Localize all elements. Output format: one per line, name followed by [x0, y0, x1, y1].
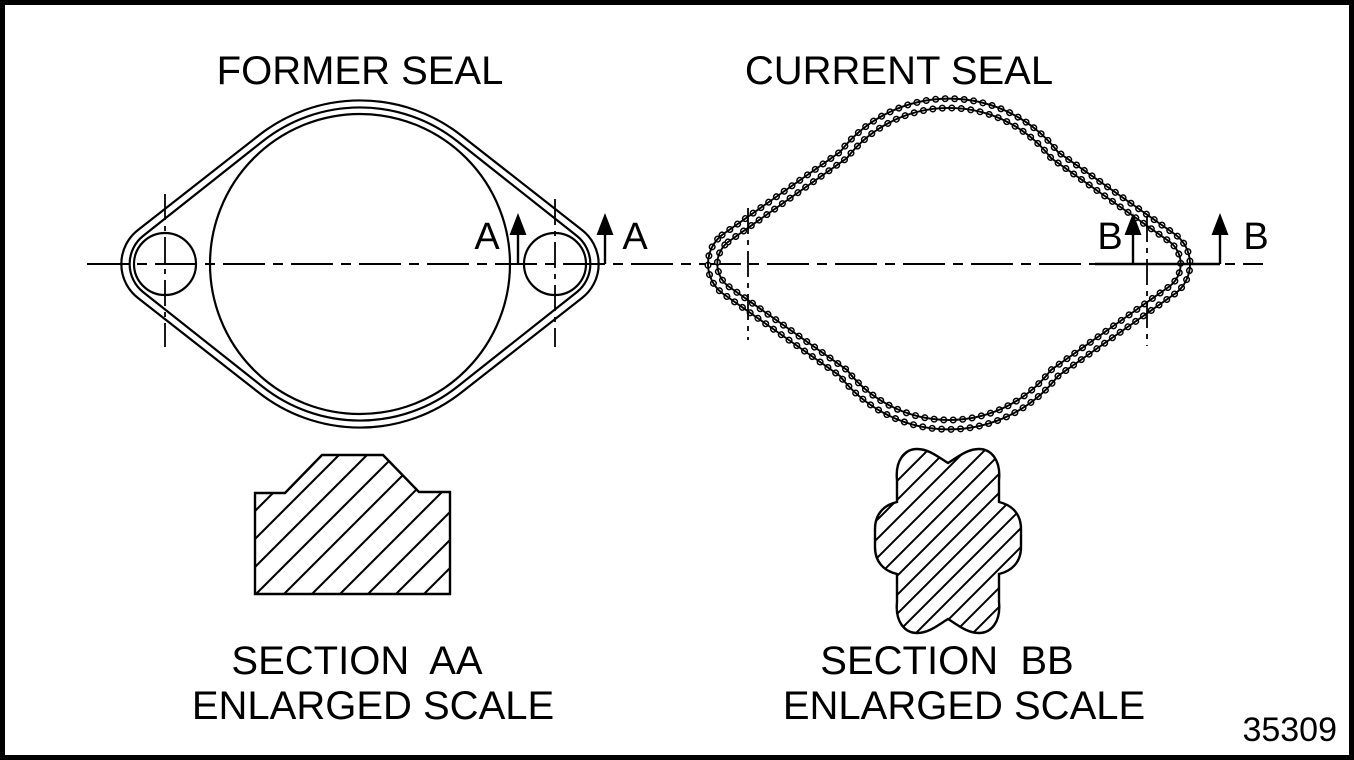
- section-aa-caption-line2: ENLARGED SCALE: [191, 684, 555, 728]
- seal-diagram-linework: [87, 95, 1263, 635]
- section-bb-caption-line2: ENLARGED SCALE: [782, 684, 1146, 728]
- figure-number: 35309: [1242, 711, 1337, 749]
- section-aa-profile: [253, 453, 452, 596]
- former-seal-title: FORMER SEAL: [216, 49, 504, 93]
- cut-arrow-b-inner: [1095, 213, 1220, 266]
- section-aa-caption-line1: SECTION AA: [231, 639, 483, 683]
- cut-letter-b-outer: B: [1243, 216, 1269, 258]
- section-bb-profile: [873, 447, 1023, 635]
- former-seal-bore-circle: [208, 112, 512, 416]
- cut-arrow-a-inner: [509, 213, 527, 264]
- former-seal-inner-edge: [128, 106, 592, 422]
- former-seal-outer-edge: [120, 99, 600, 429]
- cut-arrow-a-outer: [596, 213, 614, 264]
- cut-arrow-b-outer: [1211, 213, 1229, 264]
- section-cut-arrows: [509, 213, 1229, 266]
- section-bb-caption-line1: SECTION BB: [820, 639, 1074, 683]
- cut-letter-b-inner: B: [1097, 216, 1123, 258]
- former-seal-drawing: [120, 99, 600, 429]
- section-bb-view: [873, 447, 1023, 635]
- section-aa-view: [253, 453, 452, 596]
- current-seal-outer-edge: [707, 97, 1191, 431]
- cut-letter-a-outer: A: [622, 216, 648, 258]
- current-seal-inner-edge: [716, 107, 1182, 421]
- current-seal-title: CURRENT SEAL: [744, 49, 1054, 93]
- current-seal-drawing: [704, 95, 1194, 433]
- cut-letter-a-inner: A: [474, 216, 500, 258]
